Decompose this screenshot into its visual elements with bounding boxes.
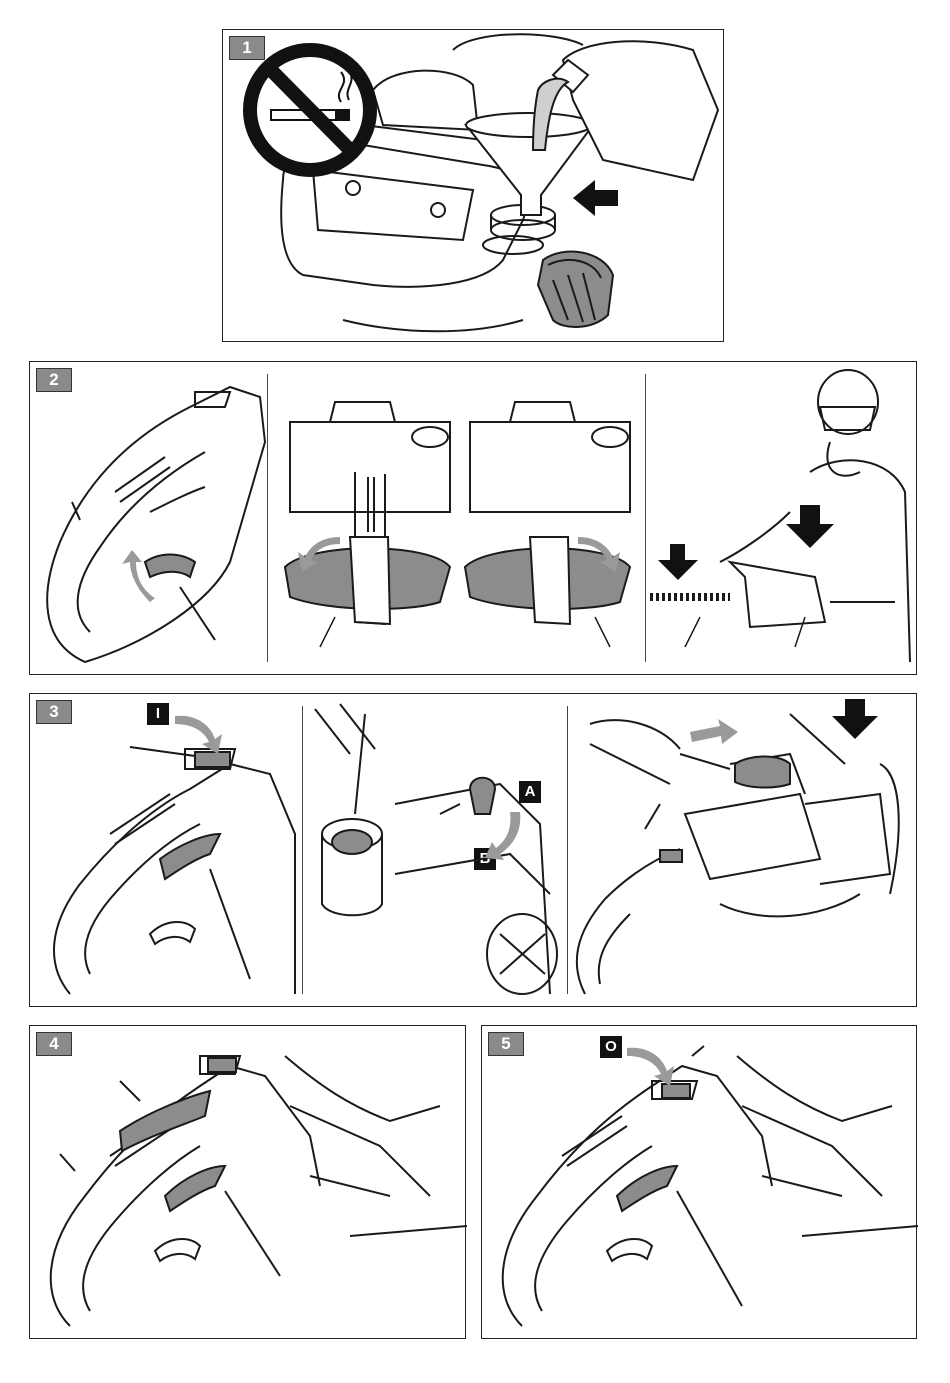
no-smoking-icon [250,50,370,170]
panel-5: 5 O [481,1025,917,1339]
grip-illustrations [30,362,918,676]
panel-1: 1 [222,29,724,342]
refuel-illustration [223,30,725,343]
throttle-illustration [30,1026,467,1340]
start-illustrations [30,694,918,1008]
panel-4: 4 [29,1025,466,1339]
panel-3: 3 I A B [29,693,917,1007]
stop-illustration [482,1026,918,1340]
panel-2: 2 [29,361,917,675]
